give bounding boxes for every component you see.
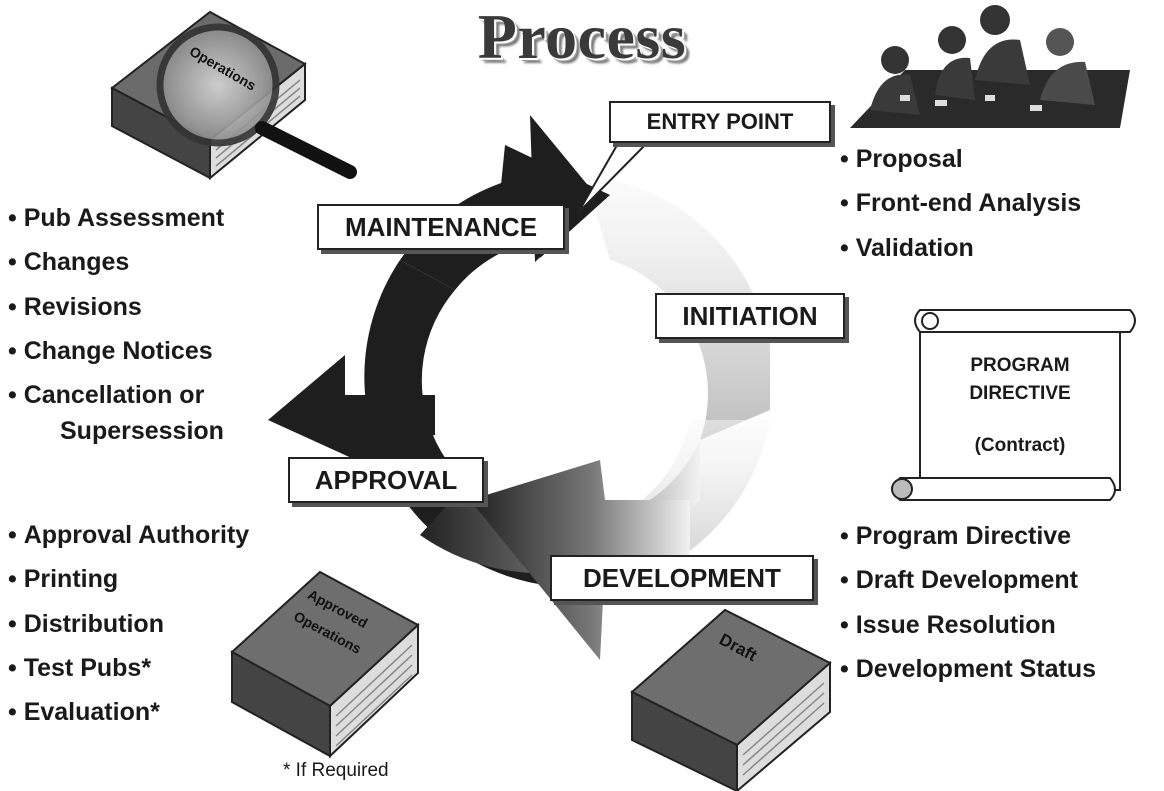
list-item: Program Directive — [840, 514, 1096, 558]
list-item: Proposal — [840, 137, 1081, 181]
initiation-label: INITIATION — [655, 293, 845, 339]
list-item: Revisions — [8, 285, 224, 329]
maintenance-list: Pub Assessment Changes Revisions Change … — [8, 196, 225, 454]
footnote: * If Required — [283, 760, 389, 781]
list-item: Validation — [840, 226, 1081, 270]
maintenance-label: MAINTENANCE — [317, 204, 565, 250]
list-item: Development Status — [840, 647, 1096, 691]
list-item-continuation: Supersession — [60, 417, 224, 446]
entry-point-label: ENTRY POINT — [609, 101, 831, 143]
entry-point-callout — [577, 139, 651, 214]
development-list: Program Directive Draft Development Issu… — [840, 514, 1096, 691]
list-item: Distribution — [8, 602, 249, 646]
list-item: Evaluation* — [8, 690, 249, 734]
approval-list: Approval Authority Printing Distribution… — [8, 513, 249, 734]
list-item: Test Pubs* — [8, 646, 249, 690]
list-item: Pub Assessment — [8, 196, 225, 240]
program-directive-text: PROGRAM DIRECTIVE (Contract) — [935, 352, 1105, 460]
list-item: Printing — [8, 557, 249, 601]
program-directive-scroll-icon — [891, 309, 1136, 501]
list-item: Change Notices — [8, 329, 224, 373]
approved-operations-book-icon: Approved Operations — [230, 570, 420, 759]
initiation-list: Proposal Front-end Analysis Validation — [840, 137, 1082, 270]
development-label: DEVELOPMENT — [550, 555, 814, 601]
scroll-line-contract: (Contract) — [974, 435, 1066, 456]
draft-book-icon: Draft — [630, 608, 832, 791]
list-item: Issue Resolution — [840, 603, 1096, 647]
list-item: Front-end Analysis — [840, 181, 1082, 225]
list-item: Approval Authority — [8, 513, 249, 557]
operations-book-icon: Operations — [110, 10, 357, 181]
meeting-illustration — [850, 5, 1130, 128]
page-title: Process — [477, 1, 687, 72]
approval-label: APPROVAL — [288, 457, 484, 503]
list-item: Cancellation or — [8, 373, 224, 417]
list-item: Draft Development — [840, 558, 1096, 602]
scroll-line-directive: DIRECTIVE — [969, 383, 1071, 404]
list-item: Changes — [8, 240, 224, 284]
scroll-line-program: PROGRAM — [970, 355, 1070, 376]
